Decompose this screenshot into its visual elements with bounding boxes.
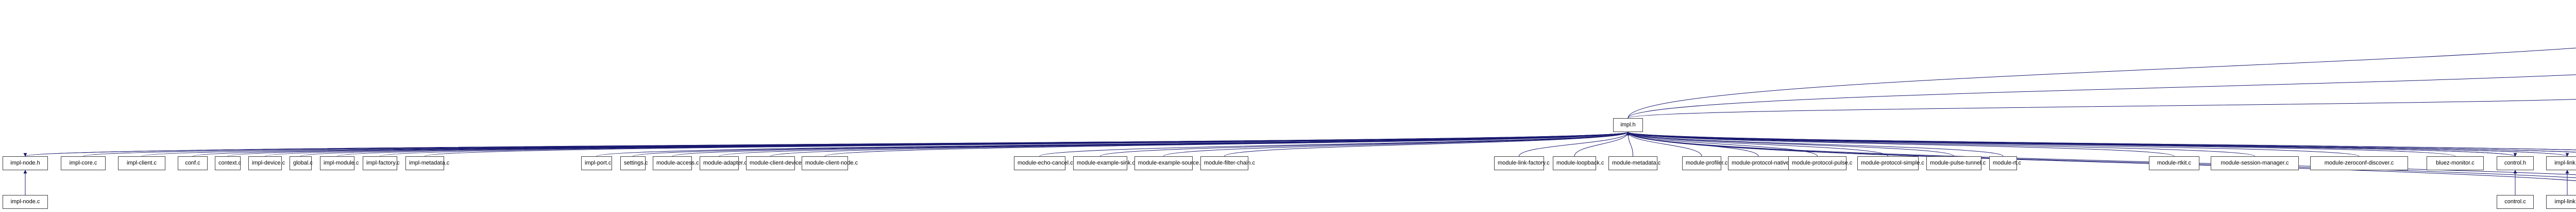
edge-impl-h-to-impl-factory-h	[1628, 99, 2576, 119]
node-impl-node-c[interactable]: impl-node.c	[3, 195, 48, 209]
node-impl-factory-c[interactable]: impl-factory.c	[363, 156, 400, 170]
edge-module-example-source-c-to-impl-h	[1163, 132, 1630, 157]
node-module-client-device-c[interactable]: module-client-device.c	[746, 156, 806, 170]
edge-module-session-manager-c-to-impl-h	[1626, 132, 2255, 157]
node-control-c[interactable]: control.c	[2497, 195, 2534, 209]
node-impl-port-c[interactable]: impl-port.c	[581, 156, 612, 170]
edge-impl-h-to-global-h	[1628, 132, 2576, 151]
node-impl-client-c[interactable]: impl-client.c	[118, 156, 165, 170]
edge-impl-metadata-c-to-impl-h	[425, 132, 1630, 157]
edge-module-rt-c-to-impl-h	[1626, 132, 2004, 157]
node-module-loopback-c[interactable]: module-loopback.c	[1553, 156, 1604, 170]
node-module-filter-chain-c[interactable]: module-filter-chain.c	[1200, 156, 1255, 170]
node-impl-module-c[interactable]: impl-module.c	[320, 156, 359, 170]
node-module-rt-c[interactable]: module-rt.c	[1989, 156, 2021, 170]
node-impl-node-h[interactable]: impl-node.h	[3, 156, 48, 170]
edge-module-protocol-simple-c-to-impl-h	[1626, 132, 1888, 157]
node-module-zeroconf-discover-c[interactable]: module-zeroconf-discover.c	[2310, 156, 2408, 170]
node-impl-core-c[interactable]: impl-core.c	[61, 156, 106, 170]
edge-module-protocol-pulse-c-to-impl-h	[1626, 132, 1818, 157]
node-control-h[interactable]: control.h	[2497, 156, 2534, 170]
edge-module-profiler-c-to-impl-h	[1626, 132, 1702, 157]
edge-module-rtkit-c-to-impl-h	[1626, 132, 2175, 157]
node-impl-link-h[interactable]: impl-link.h	[2546, 156, 2576, 170]
node-global-c[interactable]: global.c	[290, 156, 313, 170]
node-module-protocol-pulse-c[interactable]: module-protocol-pulse.c	[1788, 156, 1852, 170]
node-module-adapter-c[interactable]: module-adapter.c	[700, 156, 747, 170]
node-impl-device-c[interactable]: impl-device.c	[248, 156, 285, 170]
edge-module-client-node-c-to-impl-h	[824, 132, 1630, 157]
node-module-protocol-native-c[interactable]: module-protocol-native.c	[1728, 156, 1793, 170]
edge-module-filter-chain-c-to-impl-h	[1224, 132, 1630, 157]
edge-module-zeroconf-discover-c-to-impl-h	[1626, 132, 2360, 157]
node-impl-link-c[interactable]: impl-link.c	[2546, 195, 2576, 209]
edge-module-link-factory-c-to-impl-h	[1519, 132, 1630, 157]
node-module-access-c[interactable]: module-access.c	[653, 156, 699, 170]
edge-module-example-sink-c-to-impl-h	[1100, 132, 1630, 157]
node-context-c[interactable]: context.c	[215, 156, 241, 170]
node-module-metadata-c[interactable]: module-metadata.c	[1608, 156, 1660, 170]
node-settings-c[interactable]: settings.c	[620, 156, 648, 170]
node-module-client-node-c[interactable]: module-client-node.c	[802, 156, 858, 170]
node-module-pulse-tunnel-c[interactable]: module-pulse-tunnel.c	[1926, 156, 1986, 170]
edge-module-pulse-tunnel-c-to-impl-h	[1626, 132, 1954, 157]
node-module-example-sink-c[interactable]: module-example-sink.c	[1073, 156, 1135, 170]
node-module-link-factory-c[interactable]: module-link-factory.c	[1494, 156, 1550, 170]
node-module-example-source-c[interactable]: module-example-source.c	[1134, 156, 1204, 170]
node-conf-c[interactable]: conf.c	[178, 156, 208, 170]
node-module-profiler-c[interactable]: module-profiler.c	[1682, 156, 1727, 170]
edge-impl-h-to-impl-device-h	[1628, 132, 2576, 181]
edge-impl-h-to-impl-client-h	[1628, 47, 2576, 119]
edge-impl-h-to-resource-h	[1628, 74, 2576, 119]
node-module-rtkit-c[interactable]: module-rtkit.c	[2149, 156, 2199, 170]
node-module-echo-cancel-c[interactable]: module-echo-cancel.c	[1014, 156, 1073, 170]
node-module-session-manager-c[interactable]: module-session-manager.c	[2211, 156, 2299, 170]
node-bluez-monitor-c[interactable]: bluez-monitor.c	[2427, 156, 2484, 170]
edges-layer	[23, 47, 2576, 195]
edge-module-loopback-c-to-impl-h	[1574, 132, 1630, 157]
node-module-protocol-simple-c[interactable]: module-protocol-simple.c	[1857, 156, 1924, 170]
node-impl-h[interactable]: impl.h	[1613, 118, 1643, 132]
node-impl-metadata-c[interactable]: impl-metadata.c	[405, 156, 449, 170]
